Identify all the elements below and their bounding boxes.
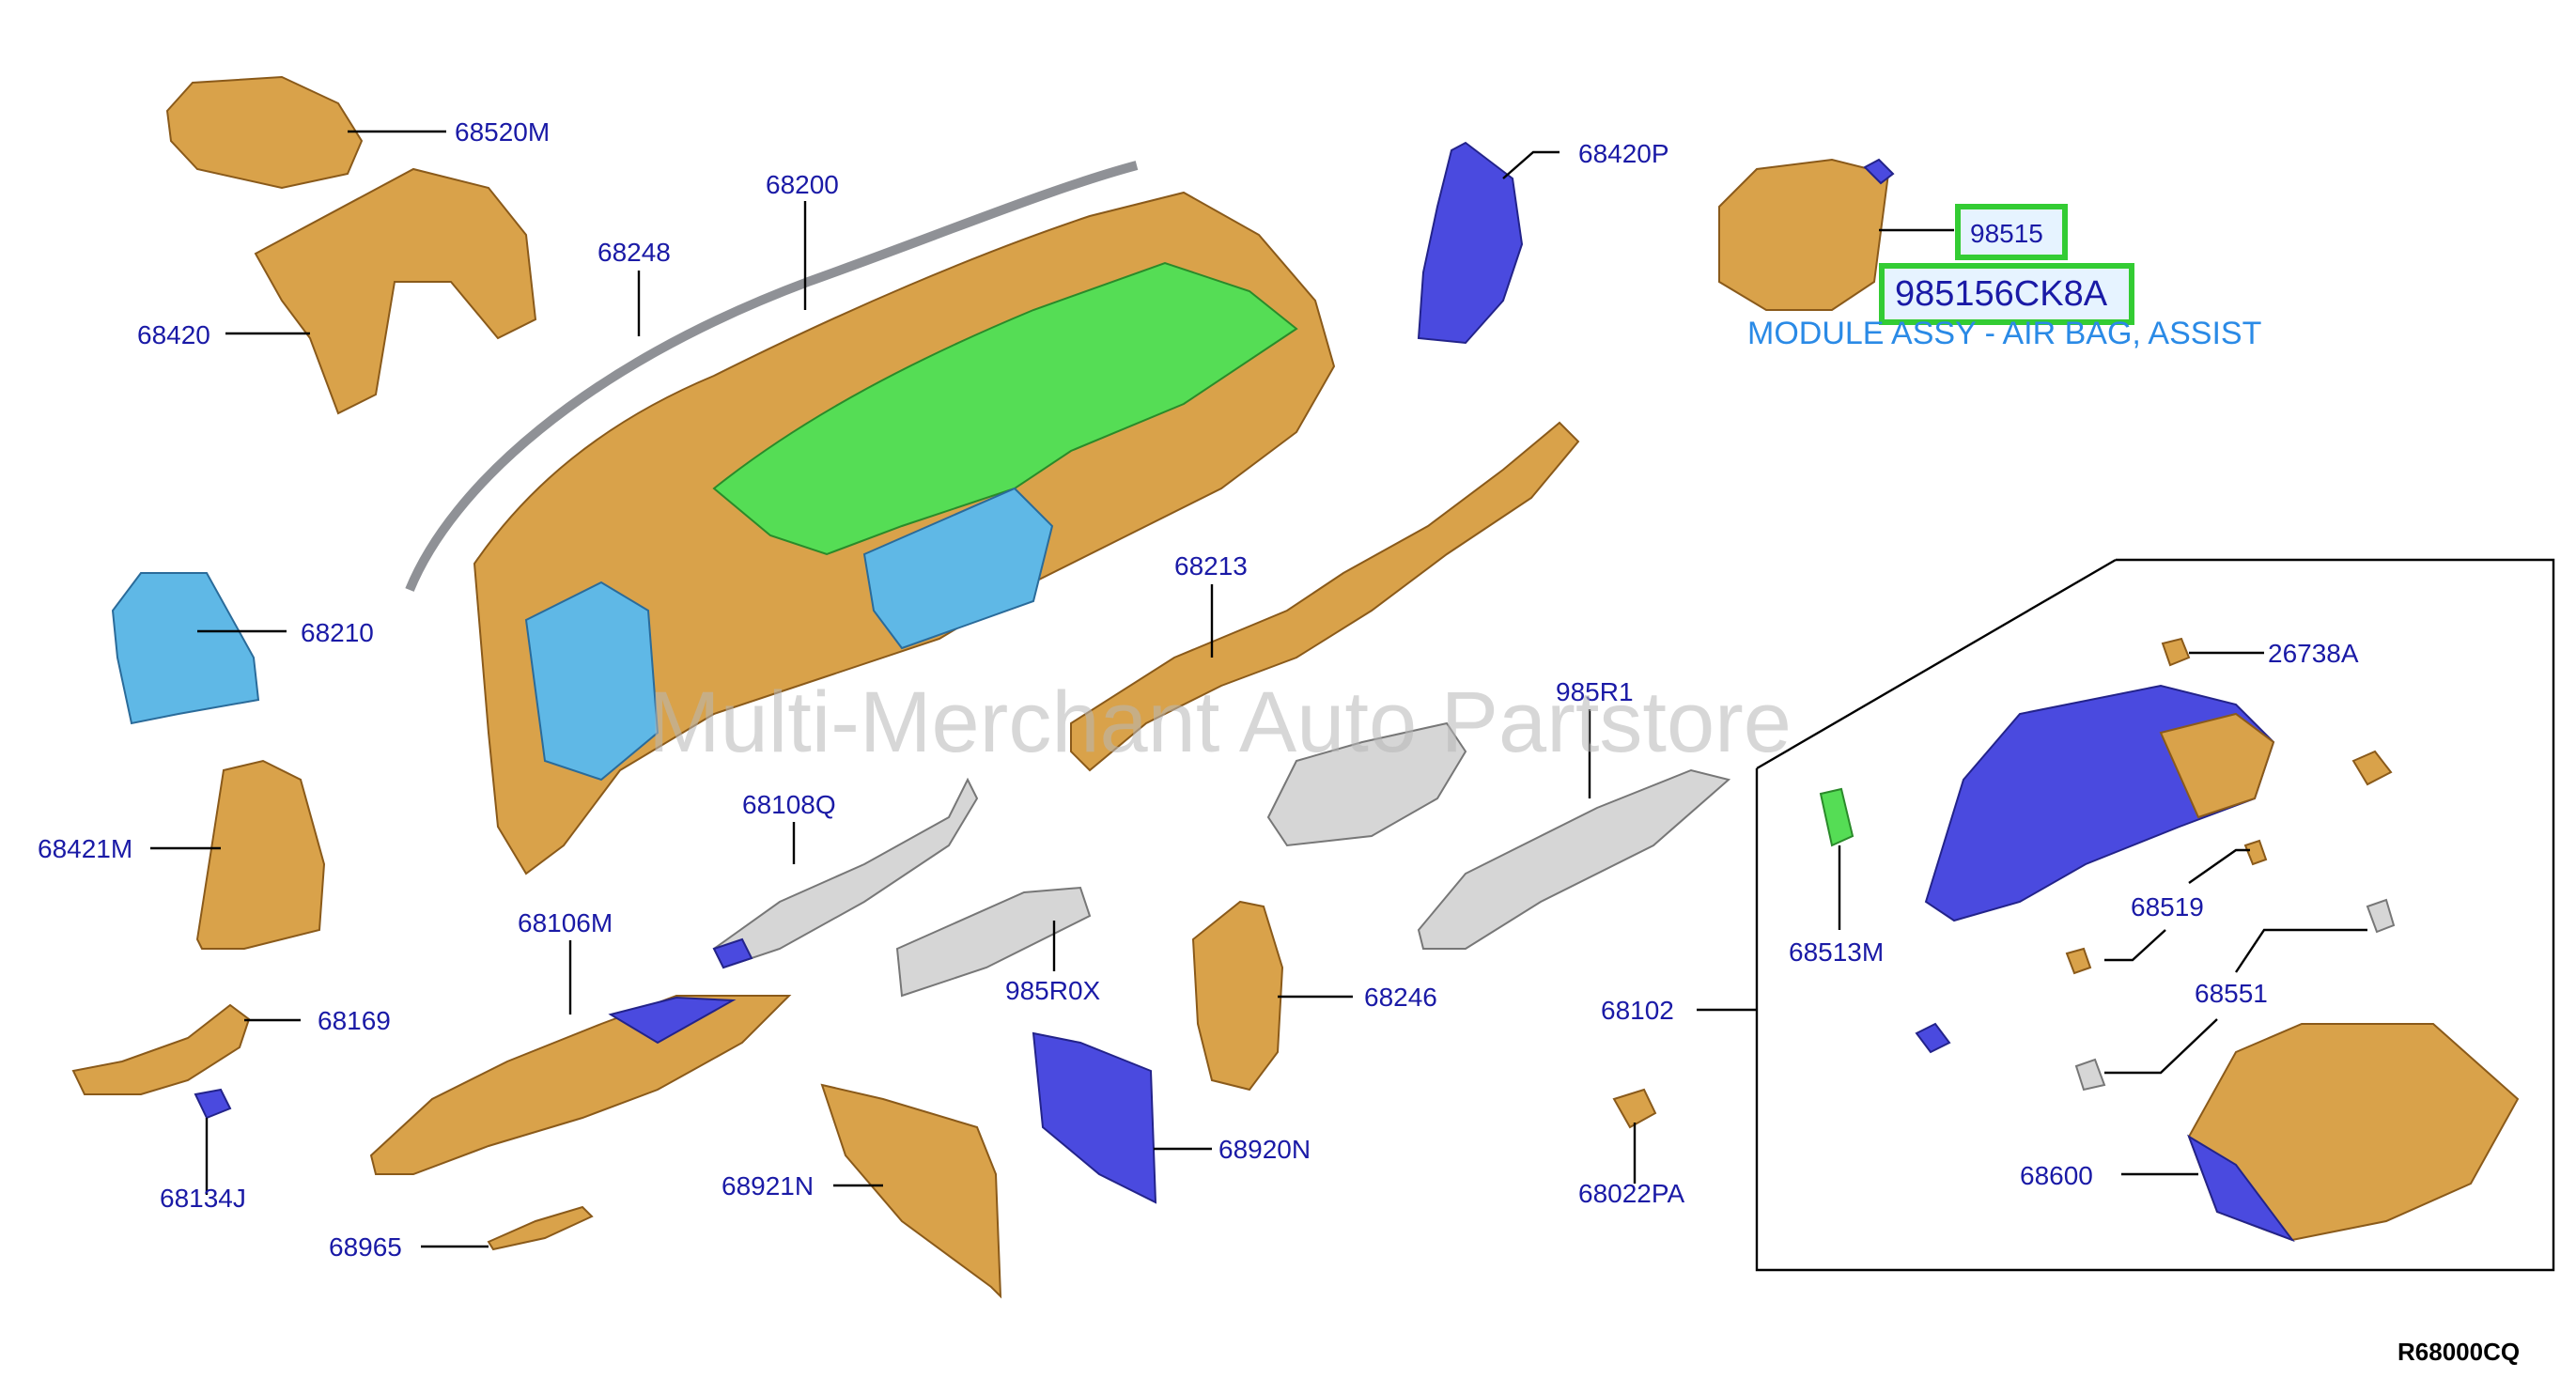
callout-68022pa[interactable]: 68022PA [1578,1179,1684,1208]
part-68421m-shape[interactable] [195,759,326,950]
part-68106m-shape[interactable] [369,995,792,1175]
part-68513m-shape[interactable] [1819,787,1854,847]
callout-68108q[interactable]: 68108Q [742,790,836,819]
part-68551-shape[interactable] [2366,898,2396,934]
part-vent-shape [1266,721,1467,847]
highlight-oem-number[interactable]: 985156CK8A [1895,274,2108,314]
highlight-part-number[interactable]: 98515 [1970,219,2043,248]
part-68210-shape[interactable] [111,572,260,725]
callout-68106m[interactable]: 68106M [518,908,613,937]
part-bumper-shape [1915,1022,1951,1054]
part-68921n-shape[interactable] [820,1083,1002,1299]
part-68108q-shape[interactable] [712,777,979,969]
leader-68519 [2188,848,2250,884]
part-glovebox-clip-shape [2351,750,2393,786]
watermark: Multi-Merchant Auto Partstore [648,674,1792,770]
leader-68551b [2104,1018,2218,1075]
part-985r1-shape[interactable] [1417,768,1731,950]
callout-68421m[interactable]: 68421M [38,834,132,863]
part-68246-shape[interactable] [1191,900,1284,1092]
callout-68965[interactable]: 68965 [329,1232,402,1262]
leader-68551 [2235,928,2367,973]
callout-985r1[interactable]: 985R1 [1556,677,1634,706]
part-68965-shape[interactable] [487,1205,594,1251]
callout-68246[interactable]: 68246 [1364,983,1437,1012]
leader-68420p [1502,150,1560,179]
callout-68520m[interactable]: 68520M [455,117,550,147]
callout-68169[interactable]: 68169 [318,1006,391,1035]
highlight-part-number-box [1955,204,2068,260]
part-98515-shape[interactable] [1718,158,1890,311]
leader-68519b [2104,929,2166,962]
callout-68600[interactable]: 68600 [2020,1161,2093,1190]
part-98515-bracket-shape [1863,158,1895,185]
part-68134j-shape[interactable] [194,1088,232,1120]
part-985r0x-shape[interactable] [895,886,1092,998]
callout-985r0x[interactable]: 985R0X [1005,976,1101,1005]
callout-68420[interactable]: 68420 [137,320,210,349]
part-68519-shape[interactable] [2243,839,2268,866]
callout-68134j[interactable]: 68134J [160,1184,246,1213]
part-68213-shape[interactable] [1070,421,1580,772]
callout-68102[interactable]: 68102 [1601,996,1674,1025]
part-68520m-shape[interactable] [165,75,364,190]
callout-68551[interactable]: 68551 [2195,979,2268,1008]
part-68420p-shape[interactable] [1417,141,1524,345]
part-68106m-blue-shape [608,996,737,1045]
part-68169-shape[interactable] [71,1003,251,1095]
part-26738a-shape[interactable] [2161,637,2191,667]
callout-68200[interactable]: 68200 [766,170,839,199]
part-68200-vent-shape [524,581,660,782]
highlight-oem-number-box [1879,263,2134,325]
callout-68210[interactable]: 68210 [301,618,374,647]
part-68200-center-shape [862,487,1054,650]
part-68108q-blue-shape [712,937,753,969]
callout-26738a[interactable]: 26738A [2268,639,2359,668]
callout-68248[interactable]: 68248 [597,238,671,267]
callout-68513m[interactable]: 68513M [1789,937,1884,967]
part-68519b-shape [2065,947,2092,975]
highlight-description: MODULE ASSY - AIR BAG, ASSIST [1747,316,2261,351]
diagram-reference: R68000CQ [2398,1338,2520,1366]
part-68551b-shape [2074,1058,2106,1092]
part-68022pa-shape[interactable] [1612,1088,1657,1129]
part-98515-location-shape[interactable] [712,261,1298,556]
part-68420-shape[interactable] [254,167,537,415]
part-68600-blue-shape [2187,1134,2295,1243]
callout-68420p[interactable]: 68420P [1578,139,1669,168]
callout-68921n[interactable]: 68921N [722,1171,814,1200]
part-glovebox-trim-shape [2159,712,2275,819]
callout-68920n[interactable]: 68920N [1218,1135,1311,1164]
part-68248-shape [405,161,1139,592]
callout-68213[interactable]: 68213 [1174,551,1248,581]
group-68102-outline [1755,558,2555,1272]
part-68920n-shape[interactable] [1032,1031,1157,1204]
group-68102-diagonal [1756,558,2117,770]
callout-68519[interactable]: 68519 [2131,892,2204,922]
